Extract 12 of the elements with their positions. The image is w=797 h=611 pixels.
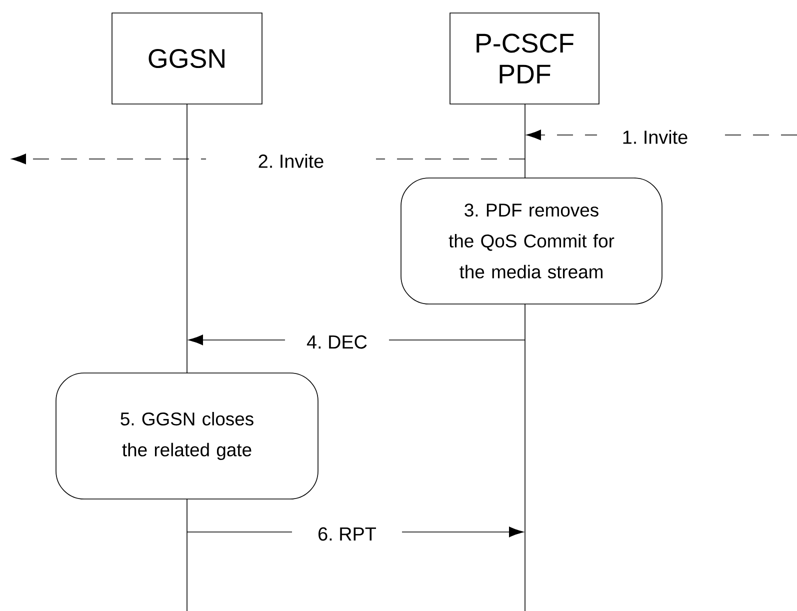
edge-label: 6. RPT (292, 524, 402, 544)
process-box: 5. GGSN closes the related gate (56, 372, 318, 500)
edge-label: 2. Invite (206, 151, 376, 171)
lifeline (524, 304, 526, 611)
participant-box: P-CSCF PDF (450, 12, 600, 104)
edge-label: 1. Invite (597, 127, 713, 147)
lifeline (186, 104, 188, 373)
process-box: 3. PDF removes the QoS Commit for the media stream (400, 178, 662, 304)
participant-box: GGSN (112, 12, 262, 104)
edge-label: 4. DEC (285, 332, 389, 352)
lifeline (186, 499, 188, 611)
lifeline (524, 104, 526, 178)
